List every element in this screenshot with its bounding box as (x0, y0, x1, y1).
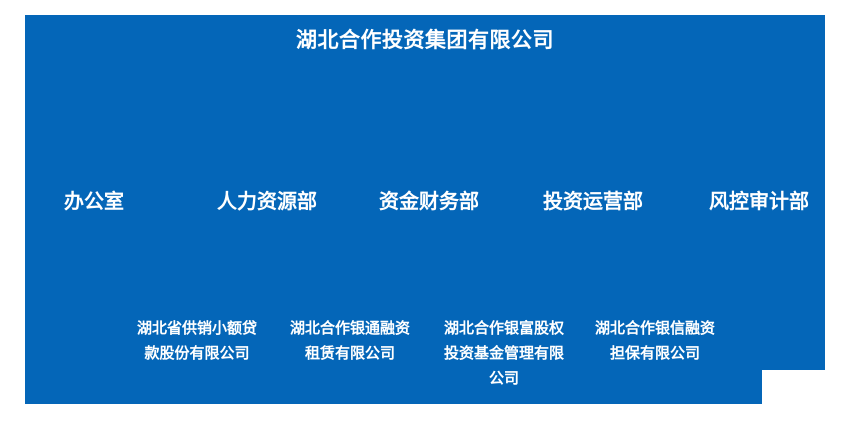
org-chart-panel (25, 15, 850, 435)
department-node-finance[interactable]: 资金财务部 (379, 191, 479, 213)
department-node-risk-audit[interactable]: 风控审计部 (709, 191, 809, 213)
subsidiary-node-microloan[interactable]: 湖北省供销小额贷款股份有限公司 (136, 320, 257, 362)
department-node-hr[interactable]: 人力资源部 (217, 191, 317, 213)
subsidiary-node-guarantee[interactable]: 湖北合作银信融资担保有限公司 (594, 320, 715, 362)
department-node-office[interactable]: 办公室 (64, 191, 124, 213)
subsidiary-node-leasing[interactable]: 湖北合作银通融资租赁有限公司 (289, 320, 410, 362)
department-row: 办公室 人力资源部 资金财务部 投资运营部 风控审计部 (25, 186, 825, 218)
department-node-investment-operations[interactable]: 投资运营部 (543, 191, 643, 213)
org-chart: 湖北合作投资集团有限公司 办公室 人力资源部 资金财务部 投资运营部 风控审计部… (25, 15, 850, 435)
subsidiary-row: 湖北省供销小额贷款股份有限公司 湖北合作银通融资租赁有限公司 湖北合作银富股权投… (25, 316, 825, 396)
page-title: 湖北合作投资集团有限公司 (296, 29, 554, 52)
subsidiary-node-equity-fund[interactable]: 湖北合作银富股权投资基金管理有限公司 (443, 320, 564, 387)
